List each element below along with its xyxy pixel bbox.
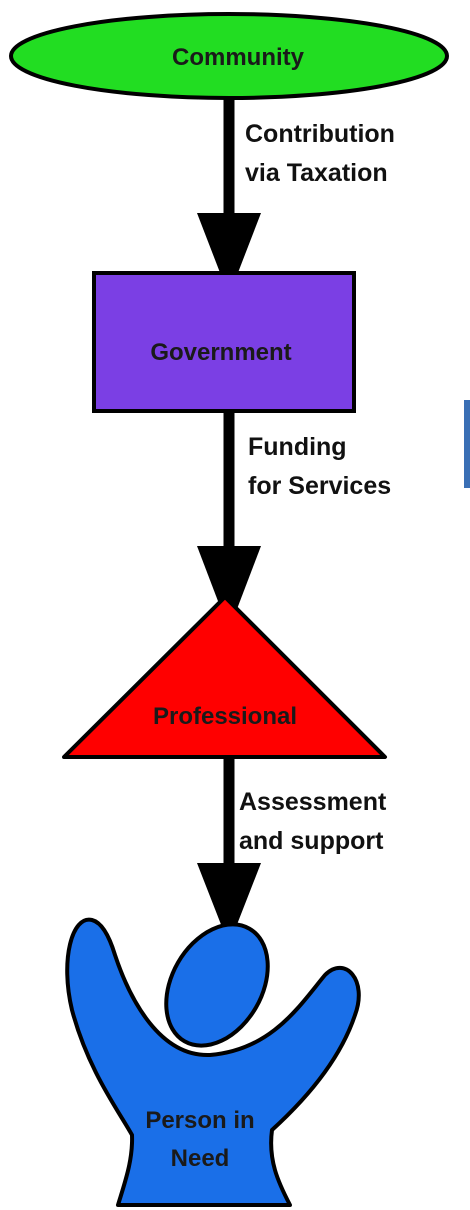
- government-label: Government: [150, 339, 291, 366]
- government-node: [92, 271, 356, 413]
- community-label: Community: [172, 44, 305, 71]
- person-head: [164, 922, 270, 1048]
- edge-label-funding-line2: for Services: [248, 472, 391, 500]
- person-label-line2: Need: [171, 1145, 230, 1172]
- professional-node: [62, 595, 387, 759]
- person-label-line1: Person in: [145, 1107, 254, 1134]
- arrowhead-person: [197, 863, 261, 945]
- arrowhead-government: [197, 213, 261, 296]
- edge-label-assessment-line2: and support: [239, 827, 384, 855]
- cropped-edge-fragment: [464, 400, 470, 488]
- edge-label-taxation-line1: Contribution: [245, 120, 395, 148]
- edge-label-taxation-line2: via Taxation: [245, 159, 388, 187]
- person-body: [65, 917, 361, 1207]
- professional-label: Professional: [153, 703, 297, 730]
- arrowhead-professional: [197, 546, 261, 630]
- edge-label-assessment-line1: Assessment: [239, 788, 387, 816]
- edge-label-funding-line1: Funding: [248, 433, 347, 461]
- community-node: [9, 12, 449, 100]
